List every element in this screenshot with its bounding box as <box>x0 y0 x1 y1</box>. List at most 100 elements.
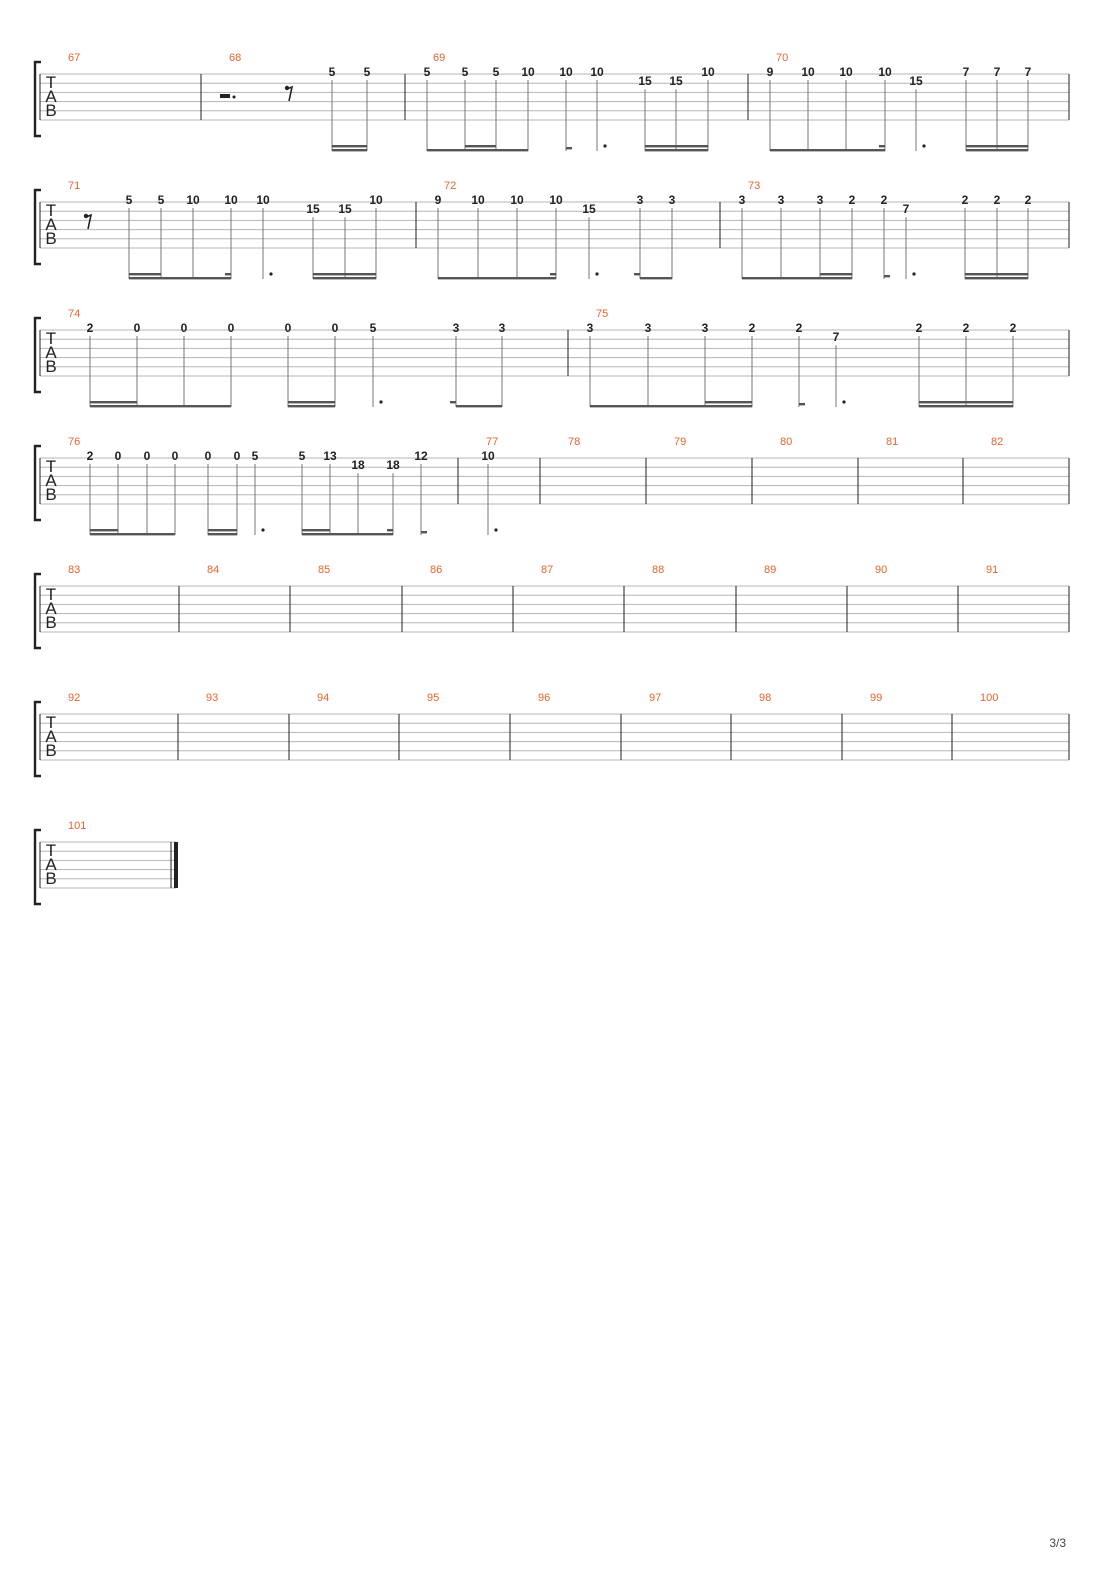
beam-secondary <box>288 401 335 404</box>
fret-number: 10 <box>471 193 485 207</box>
measure-number: 93 <box>206 692 218 704</box>
fret-number: 0 <box>144 449 151 463</box>
tab-clef-letter: T <box>46 841 56 860</box>
tab-clef-letter: A <box>45 87 57 106</box>
fret-number: 2 <box>1025 193 1032 207</box>
measure-number: 101 <box>68 820 86 832</box>
tab-clef-letter: A <box>45 599 57 618</box>
measure-number: 81 <box>886 436 898 448</box>
tab-clef-letter: B <box>45 741 56 760</box>
duration-dot <box>603 144 607 148</box>
fret-number: 10 <box>590 65 604 79</box>
measure-number: 80 <box>780 436 792 448</box>
fret-number: 10 <box>839 65 853 79</box>
eighth-rest-icon <box>85 213 93 230</box>
measure-number: 82 <box>991 436 1003 448</box>
final-barline-thick <box>174 842 178 888</box>
fret-number: 0 <box>181 321 188 335</box>
system-bracket <box>33 188 41 266</box>
beam-primary <box>208 533 237 536</box>
beam-secondary <box>129 273 161 276</box>
beam-primary <box>590 405 752 408</box>
beam-primary <box>313 277 376 280</box>
fret-number: 10 <box>549 193 563 207</box>
fret-number: 10 <box>878 65 892 79</box>
measure-number: 83 <box>68 564 80 576</box>
measure-number: 85 <box>318 564 330 576</box>
measure-number: 75 <box>596 308 608 320</box>
beam-secondary <box>550 273 556 276</box>
beam-secondary <box>997 145 1028 148</box>
tab-clef-letter: T <box>46 713 56 732</box>
fret-number: 18 <box>351 458 365 472</box>
beam-stub <box>566 147 572 150</box>
fret-number: 5 <box>462 65 469 79</box>
system-bracket <box>33 828 41 906</box>
fret-number: 7 <box>994 65 1001 79</box>
fret-number: 10 <box>559 65 573 79</box>
beam-primary <box>965 277 1028 280</box>
fret-number: 2 <box>849 193 856 207</box>
fret-number: 3 <box>669 193 676 207</box>
fret-number: 0 <box>332 321 339 335</box>
beam-primary <box>966 149 1028 152</box>
tab-clef-letter: B <box>45 357 56 376</box>
tab-clef-letter: A <box>45 727 57 746</box>
fret-number: 15 <box>669 74 683 88</box>
fret-number: 2 <box>916 321 923 335</box>
fret-number: 15 <box>638 74 652 88</box>
fret-number: 2 <box>796 321 803 335</box>
beam-secondary <box>465 145 496 148</box>
beam-secondary <box>966 401 1013 404</box>
fret-number: 0 <box>172 449 179 463</box>
fret-number: 5 <box>364 65 371 79</box>
beam-secondary <box>90 529 118 532</box>
measure-number: 68 <box>229 52 241 64</box>
fret-number: 7 <box>1025 65 1032 79</box>
beam-secondary <box>208 529 237 532</box>
fret-number: 3 <box>739 193 746 207</box>
eighth-rest-icon <box>286 85 294 102</box>
tab-clef-letter: B <box>45 613 56 632</box>
tab-clef-letter: T <box>46 201 56 220</box>
tab-clef-letter: A <box>45 343 57 362</box>
system-bracket <box>33 700 41 778</box>
duration-dot <box>912 272 916 276</box>
tab-clef-letter: T <box>46 585 56 604</box>
fret-number: 10 <box>369 193 383 207</box>
measure-number: 69 <box>433 52 445 64</box>
system-bracket <box>33 316 41 394</box>
fret-number: 9 <box>767 65 774 79</box>
beam-primary <box>919 405 1013 408</box>
fret-number: 3 <box>637 193 644 207</box>
measure-number: 91 <box>986 564 998 576</box>
measure-number: 96 <box>538 692 550 704</box>
beam-primary <box>90 533 175 536</box>
fret-number: 2 <box>963 321 970 335</box>
fret-number: 15 <box>338 202 352 216</box>
rest-dot <box>232 95 236 99</box>
measure-number: 71 <box>68 180 80 192</box>
beam-secondary <box>634 273 640 276</box>
measure-number: 88 <box>652 564 664 576</box>
fret-number: 3 <box>587 321 594 335</box>
measure-number: 72 <box>444 180 456 192</box>
fret-number: 10 <box>510 193 524 207</box>
measure-number: 87 <box>541 564 553 576</box>
fret-number: 0 <box>228 321 235 335</box>
beam-primary <box>770 149 885 152</box>
measure-number: 76 <box>68 436 80 448</box>
measure-number: 89 <box>764 564 776 576</box>
beam-primary <box>640 277 672 280</box>
beam-secondary <box>313 273 345 276</box>
measure-number: 90 <box>875 564 887 576</box>
tab-clef-letter: T <box>46 73 56 92</box>
fret-number: 15 <box>909 74 923 88</box>
beam-primary <box>302 533 393 536</box>
fret-number: 5 <box>493 65 500 79</box>
fret-number: 9 <box>435 193 442 207</box>
